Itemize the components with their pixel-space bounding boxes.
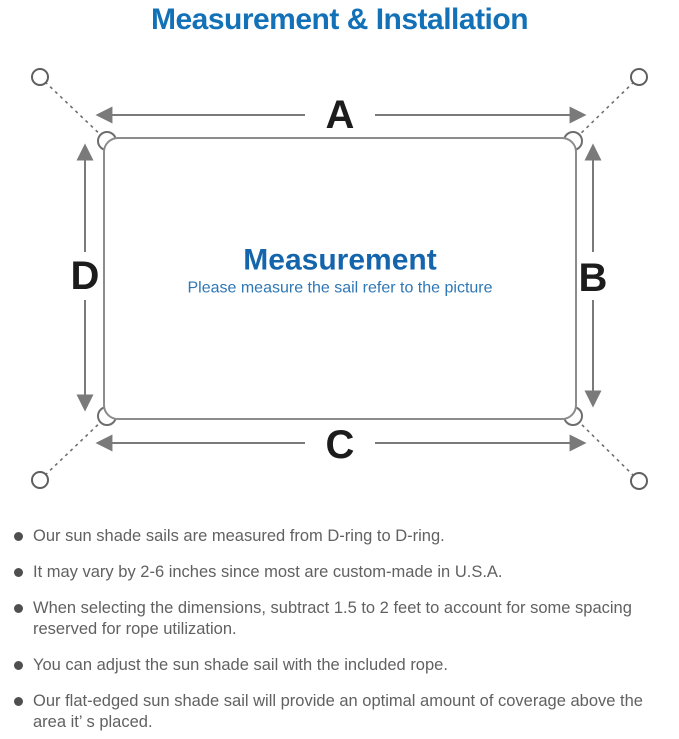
list-item: When selecting the dimensions, subtract … <box>14 598 673 640</box>
bullet-icon <box>14 697 23 706</box>
list-item: It may vary by 2-6 inches since most are… <box>14 562 673 583</box>
list-item: You can adjust the sun shade sail with t… <box>14 655 673 676</box>
label-side-d: D <box>71 254 100 298</box>
bullet-icon <box>14 532 23 541</box>
note-text: Our flat-edged sun shade sail will provi… <box>33 692 643 731</box>
label-side-a: A <box>326 93 355 137</box>
anchor-dashed-lines <box>39 76 640 482</box>
list-item: Our sun shade sails are measured from D-… <box>14 526 673 547</box>
notes-list: Our sun shade sails are measured from D-… <box>0 526 679 739</box>
note-text: When selecting the dimensions, subtract … <box>33 599 632 638</box>
measure-arrows <box>76 106 602 452</box>
diagram-center-subtitle: Please measure the sail refer to the pic… <box>187 280 492 297</box>
bullet-icon <box>14 604 23 613</box>
bullet-icon <box>14 568 23 577</box>
diagram-center-heading: Measurement <box>243 244 436 277</box>
anchor-ring-icons <box>31 68 648 490</box>
note-text: It may vary by 2-6 inches since most are… <box>33 563 503 581</box>
label-side-c: C <box>326 423 355 467</box>
note-text: You can adjust the sun shade sail with t… <box>33 656 448 674</box>
list-item: Our flat-edged sun shade sail will provi… <box>14 691 673 733</box>
sail-rectangle <box>103 137 577 420</box>
page-title: Measurement & Installation <box>150 3 529 36</box>
label-side-b: B <box>579 256 608 300</box>
measurement-diagram: A B C D Measurement Please measure the s… <box>31 68 648 490</box>
note-text: Our sun shade sails are measured from D-… <box>33 527 445 545</box>
bullet-icon <box>14 661 23 670</box>
